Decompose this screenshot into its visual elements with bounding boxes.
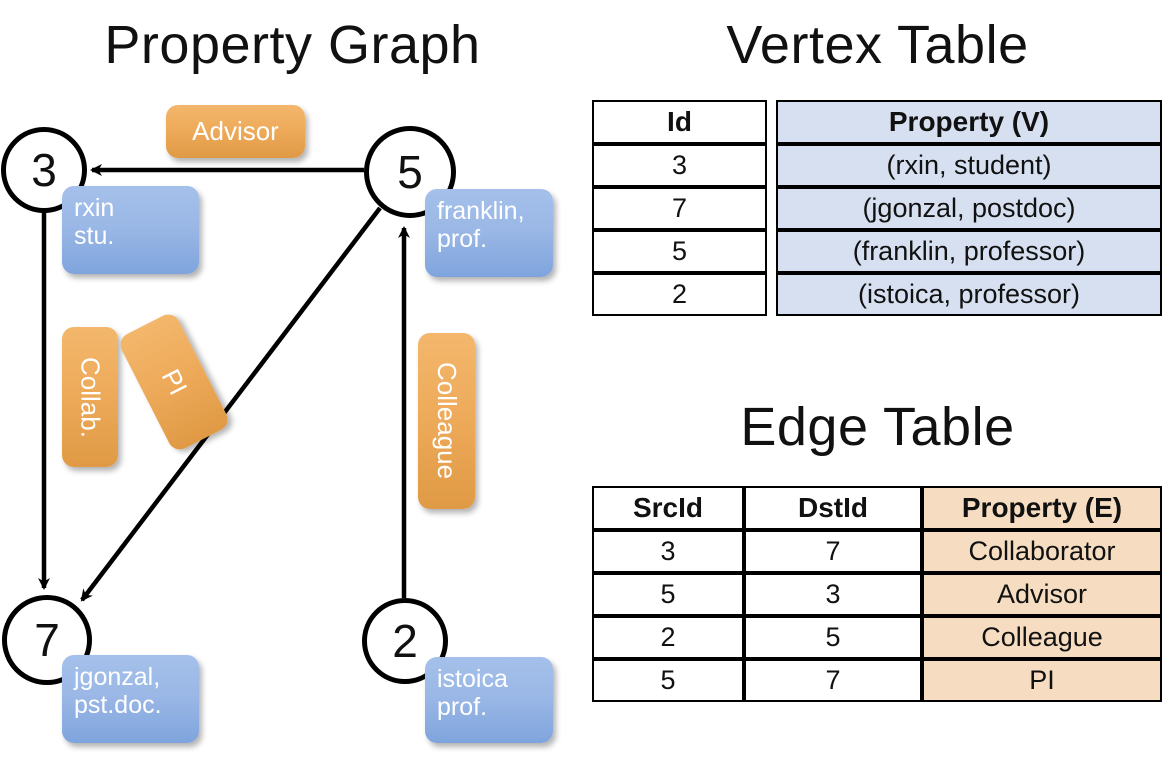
edge-table-title: Edge Table [740,397,1015,457]
vertex-property-cell: (franklin, professor) [776,230,1162,273]
vertex-prop-2-line2: prof. [437,693,488,721]
edge-src-cell: 3 [592,530,744,573]
vertex-prop-5-line1: franklin, [437,197,525,225]
node-id-7: 7 [34,614,60,666]
vertex-table-panel: Vertex Table Id Property (V) 3 (rxin, st… [585,0,1170,380]
vertex-prop-box-5[interactable]: franklin, prof. [425,189,553,277]
vertex-id-cell: 7 [592,187,767,230]
column-gap [767,273,776,316]
edge-src-cell: 5 [592,573,744,616]
edge-table-col-property: Property (E) [922,486,1162,530]
edge-dst-cell: 5 [744,616,922,659]
vertex-prop-box-2[interactable]: istoica prof. [425,657,553,743]
edge-label-colleague[interactable]: Colleague [418,333,475,509]
edge-property-cell: Collaborator [922,530,1162,573]
column-gap [767,100,776,144]
edge-property-cell: Advisor [922,573,1162,616]
edge-table-col-dstid: DstId [744,486,922,530]
table-row[interactable]: 5 7 PI [592,659,1162,702]
vertex-table-col-id: Id [592,100,767,144]
vertex-prop-7-line2: pst.doc. [74,691,162,719]
vertex-table-header-row: Id Property (V) [592,100,1162,144]
vertex-property-cell: (rxin, student) [776,144,1162,187]
edge-table-header-row: SrcId DstId Property (E) [592,486,1162,530]
edge-5-to-7 [80,206,382,602]
node-circle-2[interactable]: 2 [362,598,448,684]
edge-dst-cell: 3 [744,573,922,616]
table-row[interactable]: 5 (franklin, professor) [592,230,1162,273]
vertex-table-title: Vertex Table [726,15,1029,75]
vertex-table: Id Property (V) 3 (rxin, student) 7 (jgo… [592,100,1162,316]
node-circle-5[interactable]: 5 [364,126,456,218]
column-gap [767,187,776,230]
table-row[interactable]: 2 5 Colleague [592,616,1162,659]
vertex-prop-box-7[interactable]: jgonzal, pst.doc. [62,655,199,743]
edge-label-advisor[interactable]: Advisor [166,105,305,158]
edge-dst-cell: 7 [744,530,922,573]
column-gap [767,230,776,273]
column-gap [767,144,776,187]
edge-table-col-srcid: SrcId [592,486,744,530]
node-id-5: 5 [397,146,423,198]
property-graph-panel: Property Graph 3 5 7 2 rxin stu. frankli… [1,15,553,743]
vertex-id-cell: 3 [592,144,767,187]
table-row[interactable]: 7 (jgonzal, postdoc) [592,187,1162,230]
node-id-3: 3 [31,144,57,196]
vertex-prop-box-3[interactable]: rxin stu. [62,186,199,274]
edge-label-colleague-text: Colleague [432,362,462,480]
vertex-property-cell: (istoica, professor) [776,273,1162,316]
vertex-prop-2-line1: istoica [437,665,508,693]
vertex-property-cell: (jgonzal, postdoc) [776,187,1162,230]
vertex-prop-3-line1: rxin [74,194,115,222]
vertex-id-cell: 2 [592,273,767,316]
table-row[interactable]: 2 (istoica, professor) [592,273,1162,316]
edge-dst-cell: 7 [744,659,922,702]
graph-edges [38,164,410,602]
edge-label-advisor-text: Advisor [192,116,279,146]
edge-property-cell: Colleague [922,616,1162,659]
edge-src-cell: 5 [592,659,744,702]
vertex-id-cell: 5 [592,230,767,273]
vertex-prop-5-line2: prof. [437,225,488,253]
edge-table: SrcId DstId Property (E) 3 7 Collaborato… [592,486,1162,702]
edge-property-cell: PI [922,659,1162,702]
edge-label-collab-text: Collab. [75,356,106,438]
node-id-2: 2 [392,615,418,667]
edge-label-pi-text: PI [155,364,194,400]
edge-label-collab[interactable]: Collab. [62,327,118,467]
property-graph-title: Property Graph [104,15,481,75]
table-row[interactable]: 5 3 Advisor [592,573,1162,616]
vertex-table-col-property: Property (V) [776,100,1162,144]
edge-table-panel: Edge Table SrcId DstId Property (E) 3 7 … [585,388,1170,760]
vertex-prop-7-line1: jgonzal, [74,663,161,691]
vertex-prop-3-line2: stu. [74,222,115,250]
edge-src-cell: 2 [592,616,744,659]
table-row[interactable]: 3 7 Collaborator [592,530,1162,573]
table-row[interactable]: 3 (rxin, student) [592,144,1162,187]
